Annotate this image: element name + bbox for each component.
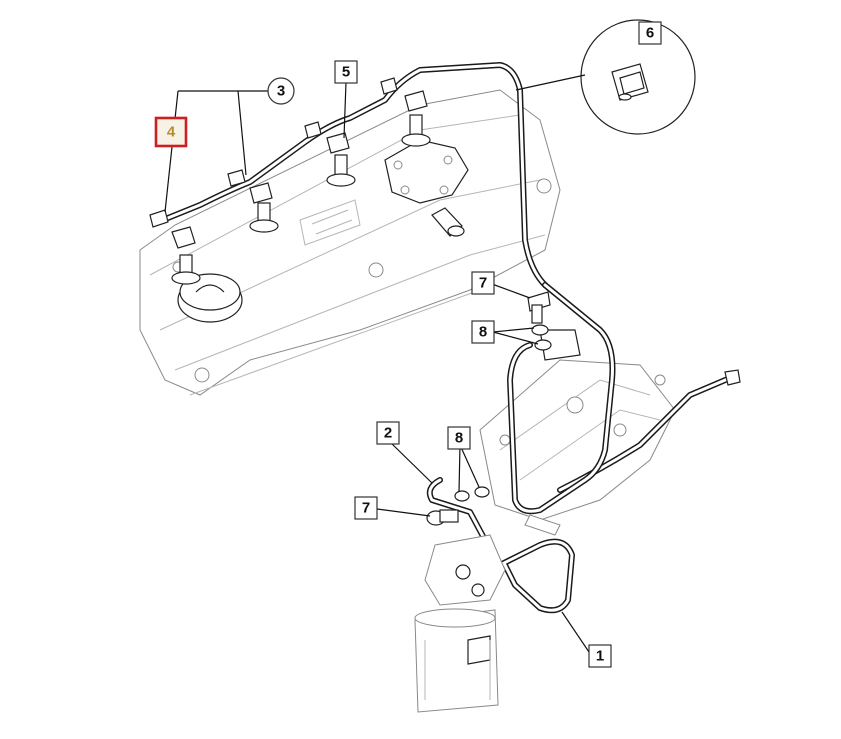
- callout-8-upper: 8: [471, 320, 495, 344]
- injectors: [171, 114, 431, 285]
- callout-5: 5: [334, 60, 358, 84]
- svg-text:1: 1: [596, 648, 604, 665]
- banjo-bolt-lower: [426, 486, 490, 526]
- injection-pump: [479, 329, 676, 536]
- filter-to-pump-pipe: [477, 538, 575, 614]
- callout-6: 6: [638, 21, 662, 45]
- svg-text:5: 5: [342, 64, 350, 81]
- injector-4: [401, 114, 431, 147]
- filter-pipe: [426, 477, 488, 573]
- callout-1: 1: [588, 644, 612, 668]
- return-pipe-right: [557, 369, 741, 493]
- callout-4-highlighted: 4: [154, 116, 188, 148]
- svg-text:7: 7: [362, 500, 370, 517]
- svg-text:6: 6: [646, 25, 654, 42]
- callout-7-upper: 7: [471, 271, 495, 295]
- callout-3: 3: [267, 77, 295, 105]
- callout-8-lower: 8: [447, 426, 471, 450]
- engine-rocker-cover: [139, 89, 561, 396]
- injector-1: [171, 254, 201, 285]
- banjo-bolt-upper: [527, 291, 552, 351]
- leak-off-clips: [149, 77, 428, 249]
- svg-text:8: 8: [479, 324, 487, 341]
- fuel-filter: [414, 534, 506, 713]
- leak-off-pipe: [155, 62, 548, 288]
- clip-detail-inset: [580, 19, 696, 135]
- svg-text:8: 8: [455, 430, 463, 447]
- svg-text:4: 4: [167, 124, 176, 141]
- pump-feed-pipe: [507, 282, 616, 515]
- svg-text:3: 3: [277, 83, 285, 100]
- callout-7-lower: 7: [354, 496, 378, 520]
- injector-2: [249, 202, 279, 233]
- callout-2: 2: [376, 421, 400, 445]
- injector-3: [326, 154, 356, 187]
- svg-text:7: 7: [479, 275, 487, 292]
- svg-text:2: 2: [384, 425, 392, 442]
- outlet-stub: [431, 207, 465, 237]
- leader-lines: [164, 74, 592, 656]
